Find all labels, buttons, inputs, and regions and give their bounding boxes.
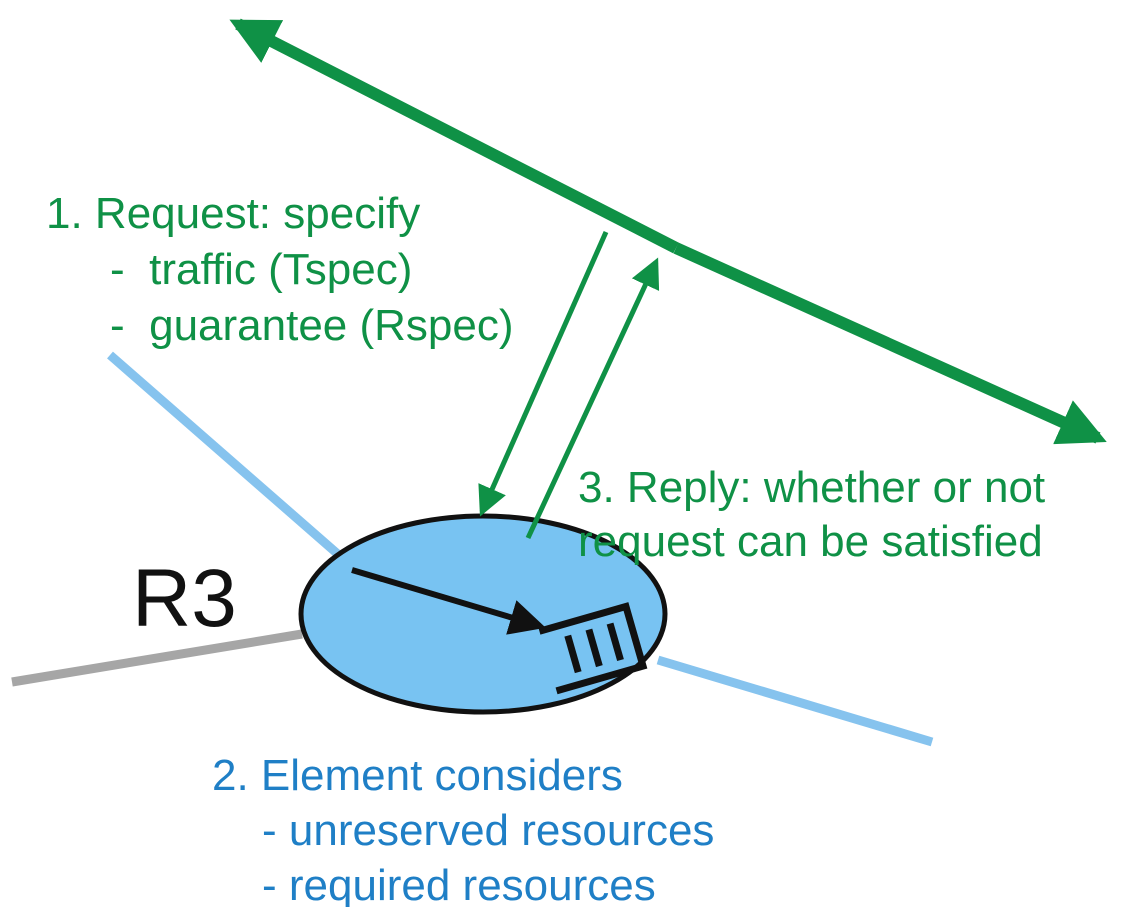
link-light-blue-lower-right: [656, 655, 934, 747]
request-line-3: - guarantee (Rspec): [110, 301, 514, 350]
request-arrow: [478, 230, 609, 517]
element-line-1: 2. Element considers: [212, 751, 623, 800]
queue-icon: [538, 602, 648, 695]
element-line-3: - required resources: [262, 861, 656, 907]
link-gray-left: [11, 629, 303, 687]
request-line-1: 1. Request: specify: [46, 189, 420, 238]
reservation-path-arrow-upper: [229, 18, 679, 254]
reply-line-2: request can be satisfied: [578, 517, 1043, 566]
request-text: 1. Request: specify - traffic (Tspec) - …: [46, 189, 514, 350]
flow-into-queue-arrow: [351, 567, 546, 635]
request-line-2: - traffic (Tspec): [110, 245, 412, 294]
reservation-path-arrow-lower: [673, 242, 1107, 445]
reply-text: 3. Reply: whether or not request can be …: [578, 463, 1045, 566]
link-light-blue-upper-left: [107, 351, 351, 567]
element-line-2: - unreserved resources: [262, 806, 714, 855]
reply-arrow: [525, 257, 660, 540]
reply-line-1: 3. Reply: whether or not: [578, 463, 1045, 512]
element-text: 2. Element considers - unreserved resour…: [212, 751, 714, 907]
router-label: R3: [132, 553, 237, 644]
